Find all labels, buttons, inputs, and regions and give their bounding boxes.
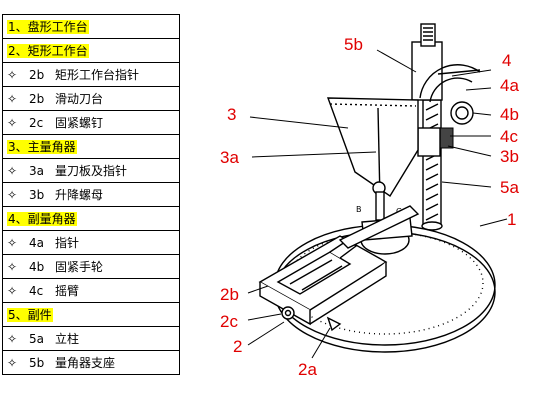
diamond-bullet-icon: ✧ — [7, 188, 18, 202]
callout-1: 1 — [507, 210, 516, 229]
legend-row-2: 2、矩形工作台 — [2, 38, 180, 63]
legend-text: 摇臂 — [55, 284, 80, 298]
legend-header: 1、盘形工作台 — [7, 20, 89, 34]
diamond-bullet-icon: ✧ — [7, 116, 18, 130]
legend-text: 固紧螺钉 — [55, 116, 104, 130]
callout-3b: 3b — [500, 147, 519, 166]
legend-text: 立柱 — [55, 332, 80, 346]
legend-row-2b-pointer: ✧ 2b 矩形工作台指针 — [2, 62, 180, 87]
diamond-bullet-icon: ✧ — [7, 236, 18, 250]
legend-text: 量刀板及指针 — [55, 164, 128, 178]
callout-2b: 2b — [220, 285, 239, 304]
locking-screw — [281, 306, 295, 320]
legend-text: 滑动刀台 — [55, 92, 104, 106]
callout-2: 2 — [233, 337, 242, 356]
legend-text: 固紧手轮 — [55, 260, 104, 274]
legend-header: 3、主量角器 — [7, 140, 77, 154]
legend-code: 2c — [29, 116, 44, 130]
callout-5a: 5a — [500, 178, 519, 197]
callout-2a: 2a — [298, 360, 317, 379]
legend-row-5: 5、副件 — [2, 302, 180, 327]
diamond-bullet-icon: ✧ — [7, 260, 18, 274]
diamond-bullet-icon: ✧ — [7, 284, 18, 298]
legend-row-5a: ✧ 5a 立柱 — [2, 326, 180, 351]
legend-code: 2b — [29, 92, 45, 106]
legend-text: 升降螺母 — [55, 188, 104, 202]
legend-row-3b: ✧ 3b 升降螺母 — [2, 182, 180, 207]
diamond-bullet-icon: ✧ — [7, 332, 18, 346]
legend-row-2c: ✧ 2c 固紧螺钉 — [2, 110, 180, 135]
main-protractor — [326, 97, 419, 221]
legend-row-4c: ✧ 4c 摇臂 — [2, 278, 180, 303]
legend-row-4: 4、副量角器 — [2, 206, 180, 231]
legend-text: 矩形工作台指针 — [55, 68, 140, 82]
callout-4c: 4c — [500, 127, 518, 146]
legend-header: 4、副量角器 — [7, 212, 77, 226]
column — [421, 99, 443, 231]
secondary-protractor — [419, 64, 481, 103]
legend-code: 4a — [29, 236, 44, 250]
legend-row-1: 1、盘形工作台 — [2, 14, 180, 39]
legend-code: 4b — [29, 260, 45, 274]
legend-row-2b-slider: ✧ 2b 滑动刀台 — [2, 86, 180, 111]
tool-angle-gauge-diagram: B A C 5b 4 4a 4b — [220, 23, 519, 379]
protractor-support — [411, 23, 443, 101]
callout-4b: 4b — [500, 105, 519, 124]
legend-text: 指针 — [55, 236, 80, 250]
diamond-bullet-icon: ✧ — [7, 92, 18, 106]
legend-code: 2b — [29, 68, 45, 82]
callout-4a: 4a — [500, 76, 519, 95]
legend-table: 1、盘形工作台 2、矩形工作台 ✧ 2b 矩形工作台指针 ✧ 2b 滑动刀台 ✧ 2c 固紧… — [2, 14, 180, 375]
scale-mark-b: B — [356, 205, 362, 214]
locking-handwheel — [450, 101, 474, 125]
callout-3a: 3a — [220, 148, 239, 167]
callout-5b: 5b — [344, 35, 363, 54]
diamond-bullet-icon: ✧ — [7, 68, 18, 82]
rectangular-table-pointer — [326, 316, 342, 332]
legend-code: 5b — [29, 356, 45, 370]
legend-code: 3b — [29, 188, 45, 202]
legend-header: 5、副件 — [7, 308, 53, 322]
callout-2c: 2c — [220, 312, 238, 331]
legend-code: 3a — [29, 164, 44, 178]
callout-3: 3 — [227, 105, 236, 124]
diamond-bullet-icon: ✧ — [7, 164, 18, 178]
leader-lines — [247, 49, 508, 359]
legend-row-4b: ✧ 4b 固紧手轮 — [2, 254, 180, 279]
legend-text: 量角器支座 — [55, 356, 116, 370]
legend-code: 5a — [29, 332, 44, 346]
legend-row-3: 3、主量角器 — [2, 134, 180, 159]
rectangular-worktable — [258, 235, 388, 326]
sliding-tool-rest — [338, 205, 420, 249]
legend-header: 2、矩形工作台 — [7, 44, 89, 58]
legend-row-4a: ✧ 4a 指针 — [2, 230, 180, 255]
legend-row-5b: ✧ 5b 量角器支座 — [2, 350, 180, 375]
legend-row-3a: ✧ 3a 量刀板及指针 — [2, 158, 180, 183]
diamond-bullet-icon: ✧ — [7, 356, 18, 370]
legend-code: 4c — [29, 284, 44, 298]
rocker-arm — [417, 127, 454, 157]
callout-4: 4 — [502, 51, 511, 70]
